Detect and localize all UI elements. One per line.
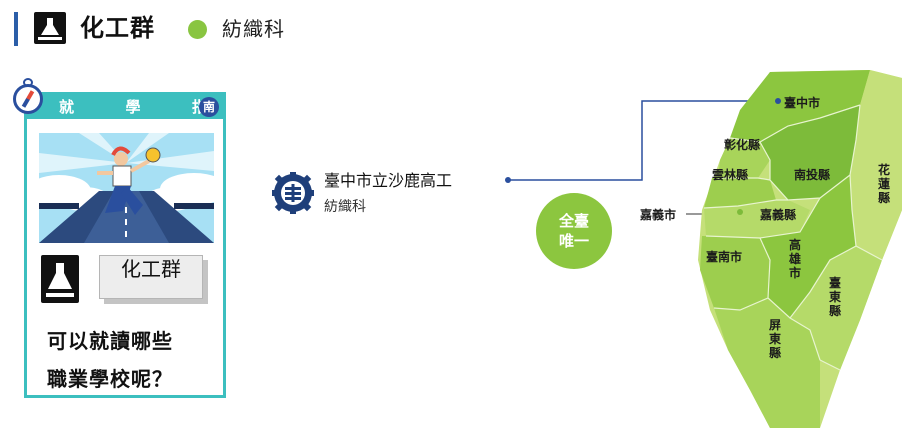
map-label-changhua: 彰化縣 [724, 138, 761, 152]
department-title: 紡織科 [222, 17, 285, 41]
map-label-taichung: 臺中市 [784, 96, 821, 110]
map-label-chiayi-city: 嘉義市 [640, 208, 677, 222]
map-label-tainan: 臺南市 [706, 250, 743, 264]
map-label-pingtung: 屏東縣 [768, 318, 781, 360]
map-label-hualien: 花蓮縣 [877, 163, 890, 205]
green-dot-icon [188, 20, 207, 39]
map-label-taitung: 臺東縣 [828, 276, 841, 318]
map-label-yunlin: 雲林縣 [712, 168, 749, 182]
study-guide-card[interactable]: 就 學 指 南 [24, 92, 226, 398]
badge-line-1: 全臺 [558, 212, 589, 230]
taiwan-map [698, 70, 902, 428]
student-illustration [39, 133, 214, 243]
badge-line-2: 唯一 [558, 232, 589, 250]
card-header: 就 學 指 南 [27, 95, 223, 119]
question-line-1: 可以就讀哪些 [47, 329, 173, 353]
card-heading-char: 學 [125, 98, 141, 116]
flask-icon [34, 12, 66, 44]
card-heading-char: 就 [59, 98, 75, 116]
school-name[interactable]: 臺中市立沙鹿高工 [324, 171, 453, 190]
compass-icon [13, 84, 43, 114]
unique-badge: 全臺 唯一 [536, 193, 612, 269]
map-label-kaohsiung: 高雄市 [788, 238, 801, 280]
group-tag: 化工群 [99, 255, 203, 299]
page-title: 化工群 [80, 14, 155, 42]
school-logo-icon [272, 172, 314, 214]
card-heading-circle: 南 [199, 97, 219, 117]
map-label-chiayi-county: 嘉義縣 [760, 208, 797, 222]
flask-icon [41, 255, 79, 303]
school-department: 紡織科 [324, 199, 366, 215]
map-label-nantou: 南投縣 [794, 168, 831, 182]
header-accent-bar [14, 12, 18, 46]
question-line-2: 職業學校呢？ [47, 367, 173, 391]
